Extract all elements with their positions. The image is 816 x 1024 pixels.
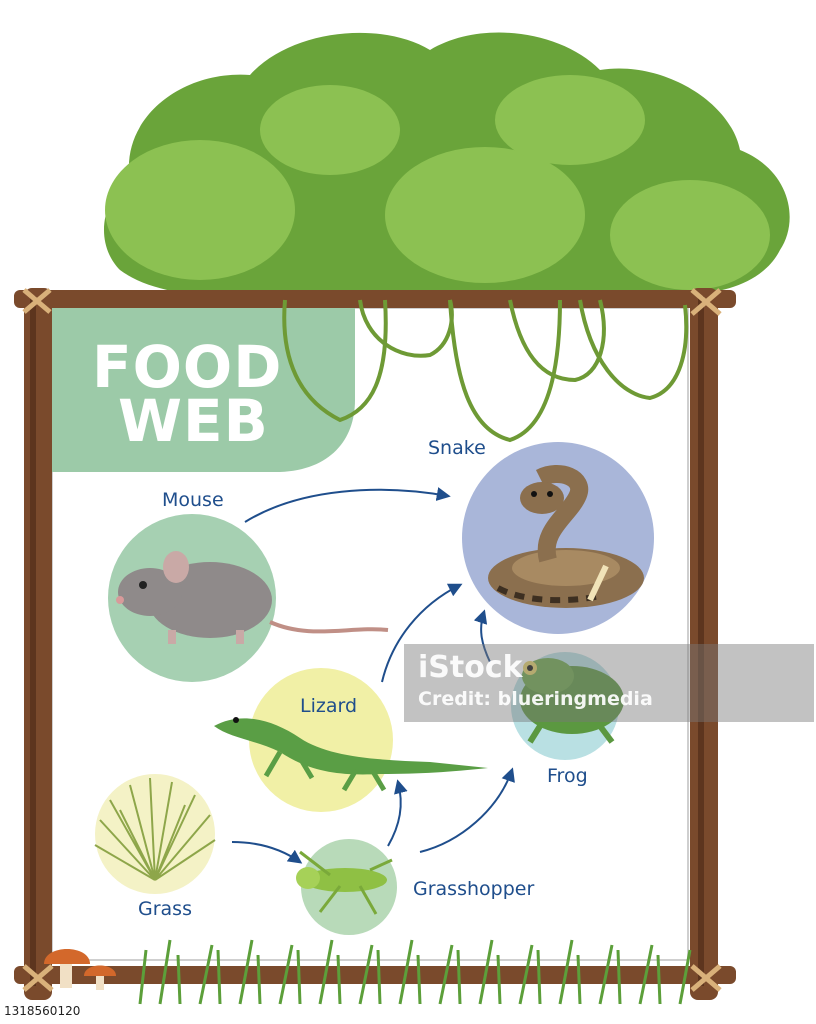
grasshopper-illustration [296,850,393,915]
lizard-circle [249,668,393,812]
wooden-frame [14,288,736,1000]
arrow-grasshopper-to-frog [419,767,515,853]
lizard-illustration [214,717,488,792]
lizard-label: Lizard [300,695,358,717]
title-line-2: WEB [118,387,269,455]
grass-illustration [94,777,216,881]
snake-label: Snake [428,437,486,459]
watermark-credit: Credit: blueringmedia [418,688,653,710]
food-web-arrows [231,487,515,864]
mushrooms [44,949,116,990]
lizard-node [214,668,488,812]
grasshopper-label: Grasshopper [413,878,535,900]
arrow-grasshopper-to-lizard [387,779,408,847]
grass-circle [95,774,215,894]
rope-knot [22,288,722,992]
title-panel [52,308,355,472]
arrow-mouse-to-snake [244,487,451,523]
arrow-frog-to-snake [473,609,491,663]
tree-illustration [103,32,790,305]
watermark-brand: iStock [418,650,523,685]
snake-illustration [488,465,644,608]
arrow-lizard-to-snake [381,583,463,683]
grasshopper-node [296,839,397,935]
mouse-illustration [116,551,389,644]
watermark-banner [404,644,814,722]
hanging-vines [282,299,689,443]
mouse-node [108,514,389,682]
title-line-1: FOOD [92,333,283,401]
grass-label: Grass [138,898,192,920]
grass-node [94,774,216,894]
ground-grass [138,939,692,1005]
frog-label: Frog [547,765,588,787]
snake-node [462,442,654,634]
frog-illustration [520,658,624,744]
mouse-label: Mouse [162,489,224,511]
frog-node [511,652,624,760]
arrow-grass-to-grasshopper [231,841,303,864]
stock-image-id: 1318560120 [4,1004,81,1018]
leaf-cluster [105,75,770,290]
